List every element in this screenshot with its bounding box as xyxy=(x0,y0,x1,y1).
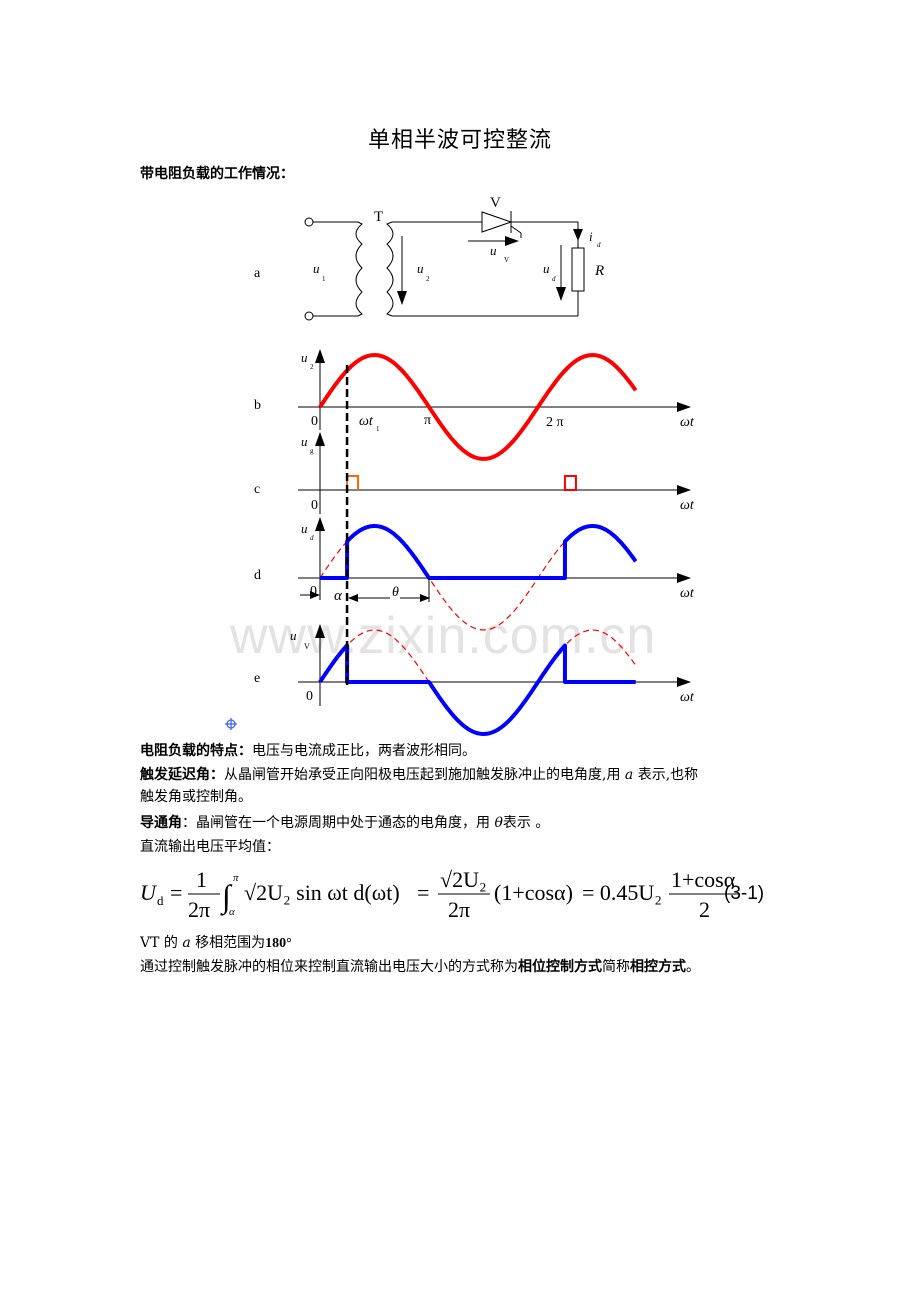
thyristor-label: V xyxy=(490,195,501,211)
transformer-label: T xyxy=(374,209,383,225)
range-text-2: 移相范围为 xyxy=(195,935,266,951)
delay-angle-text-3: 触发角或控制角。 xyxy=(140,789,252,805)
svg-text:d: d xyxy=(310,534,314,542)
transformer-primary-coil xyxy=(355,221,363,317)
id-sub: d xyxy=(597,241,601,249)
svg-text:ωt: ωt xyxy=(680,498,695,513)
u1-label: u xyxy=(313,261,320,276)
svg-text:ωt: ωt xyxy=(680,415,695,430)
alpha-symbol: a xyxy=(624,767,634,783)
plot-labels: b c d e xyxy=(254,398,261,686)
formula-3-1: U d = 1 2π ∫ π α √2U₂ sin ωt d(ωt) = √2U… xyxy=(140,867,740,922)
phase-control-line: 通过控制触发脉冲的相位来控制直流输出电压大小的方式称为相位控制方式简称相控方式。 xyxy=(140,956,820,978)
dc-average-label: 直流输出电压平均值： xyxy=(140,839,280,855)
phase-text-3: 。 xyxy=(686,959,700,975)
u2-sub: 2 xyxy=(426,275,430,283)
frac1-num: 1 xyxy=(196,867,207,892)
svg-text:1: 1 xyxy=(376,425,380,433)
dc-average-heading: 直流输出电压平均值： xyxy=(140,836,800,858)
svg-text:0: 0 xyxy=(311,414,318,429)
svg-text:2 π: 2 π xyxy=(546,415,564,430)
delay-angle-paragraph: 触发延迟角：从晶闸管开始承受正向阳极电压起到施加触发脉冲止的电角度,用 a 表示… xyxy=(140,764,800,808)
circuit-diagram: a T i d R V u V u xyxy=(254,195,604,321)
svg-text:θ: θ xyxy=(392,585,399,600)
svg-text:V: V xyxy=(304,642,310,651)
resistor xyxy=(571,247,585,292)
thyristor-icon xyxy=(481,211,522,238)
phase-text: 通过控制触发脉冲的相位来控制直流输出电压大小的方式称为 xyxy=(140,959,518,975)
uv-label: u xyxy=(490,243,497,258)
current-arrow-icon xyxy=(573,229,583,241)
u1-sub: 1 xyxy=(322,275,326,283)
ud-sub: d xyxy=(552,275,556,283)
svg-text:g: g xyxy=(310,447,314,455)
formula-factor: (1+cosα) xyxy=(494,880,573,905)
svg-text:u: u xyxy=(301,434,308,449)
phase-text-2: 简称 xyxy=(602,959,630,975)
range-value: 180° xyxy=(265,936,292,951)
panel-label-d: d xyxy=(254,568,261,583)
uv-sub: V xyxy=(504,256,509,264)
panel-label-e: e xyxy=(254,671,260,686)
integrand: √2U₂ sin ωt d(ωt) xyxy=(244,880,400,905)
figure: a T i d R V u V u xyxy=(254,195,695,736)
range-text: VT 的 xyxy=(140,935,178,951)
svg-text:=: = xyxy=(170,880,182,905)
conduction-angle-paragraph: 导通角：晶闸管在一个电源周期中处于通态的电角度，用 θ表示 。 xyxy=(140,812,800,834)
transformer-secondary-coil xyxy=(386,221,394,317)
conduction-angle-text: ：晶闸管在一个电源周期中处于通态的电角度，用 xyxy=(182,815,490,831)
equation-number: (3-1) xyxy=(724,883,765,904)
section-heading: 带电阻负载的工作情况： xyxy=(140,166,294,182)
phase-range-line: VT 的 a 移相范围为180° xyxy=(140,932,800,955)
svg-text:u: u xyxy=(301,350,308,365)
svg-text:π: π xyxy=(424,413,431,428)
input-terminal-bottom xyxy=(304,311,314,321)
svg-text:2: 2 xyxy=(310,363,314,371)
frac2-num: √2U₂ xyxy=(440,867,487,892)
svg-text:α: α xyxy=(334,588,343,604)
frac2-den: 2π xyxy=(448,897,470,922)
resistive-load-label: 电阻负载的特点： xyxy=(140,743,252,759)
input-terminal-top xyxy=(304,217,314,227)
integral-upper: π xyxy=(233,872,239,884)
svg-text:ωt: ωt xyxy=(359,414,374,429)
svg-text:0: 0 xyxy=(306,689,313,704)
id-label: i xyxy=(589,229,593,244)
delay-angle-text: 从晶闸管开始承受正向阳极电压起到施加触发脉冲止的电角度,用 xyxy=(224,767,621,783)
formula-coef: = 0.45U₂ xyxy=(582,880,662,905)
conduction-angle-label: 导通角 xyxy=(140,815,182,831)
frac3-num: 1+cosα xyxy=(671,867,736,892)
svg-text:0: 0 xyxy=(310,584,317,599)
phase-control-term: 相位控制方式 xyxy=(518,959,602,975)
frac1-den: 2π xyxy=(188,897,210,922)
conduction-angle-text-2: 表示 。 xyxy=(502,815,550,831)
ud-label: u xyxy=(543,261,550,276)
svg-text:=: = xyxy=(417,880,429,905)
panel-label-c: c xyxy=(254,482,260,497)
svg-text:u: u xyxy=(301,521,308,536)
resistive-load-text: 电压与电流成正比，两者波形相同。 xyxy=(252,743,476,759)
svg-text:u: u xyxy=(290,628,297,643)
page-title: 单相半波可控整流 xyxy=(367,128,552,153)
formula-lhs-sub: d xyxy=(157,893,164,908)
svg-text:0: 0 xyxy=(311,498,318,513)
delay-angle-text-2: 表示,也称 xyxy=(637,767,699,783)
panel-label-b: b xyxy=(254,398,261,413)
svg-text:ωt: ωt xyxy=(680,690,695,705)
range-alpha: a xyxy=(182,935,191,951)
formula-lhs: U xyxy=(140,880,158,905)
resistive-load-paragraph: 电阻负载的特点：电压与电流成正比，两者波形相同。 xyxy=(140,740,800,762)
frac3-den: 2 xyxy=(699,897,710,922)
resistor-label: R xyxy=(594,263,604,279)
phase-control-short-term: 相控方式 xyxy=(630,959,686,975)
delay-angle-label: 触发延迟角： xyxy=(140,767,224,783)
svg-text:∫: ∫ xyxy=(220,878,233,916)
svg-text:ωt: ωt xyxy=(680,586,695,601)
crosshair-icon[interactable] xyxy=(224,717,238,731)
integral-lower: α xyxy=(229,906,235,918)
panel-label-a: a xyxy=(254,266,261,281)
theta-symbol: θ xyxy=(494,815,503,831)
u2-label: u xyxy=(417,261,424,276)
